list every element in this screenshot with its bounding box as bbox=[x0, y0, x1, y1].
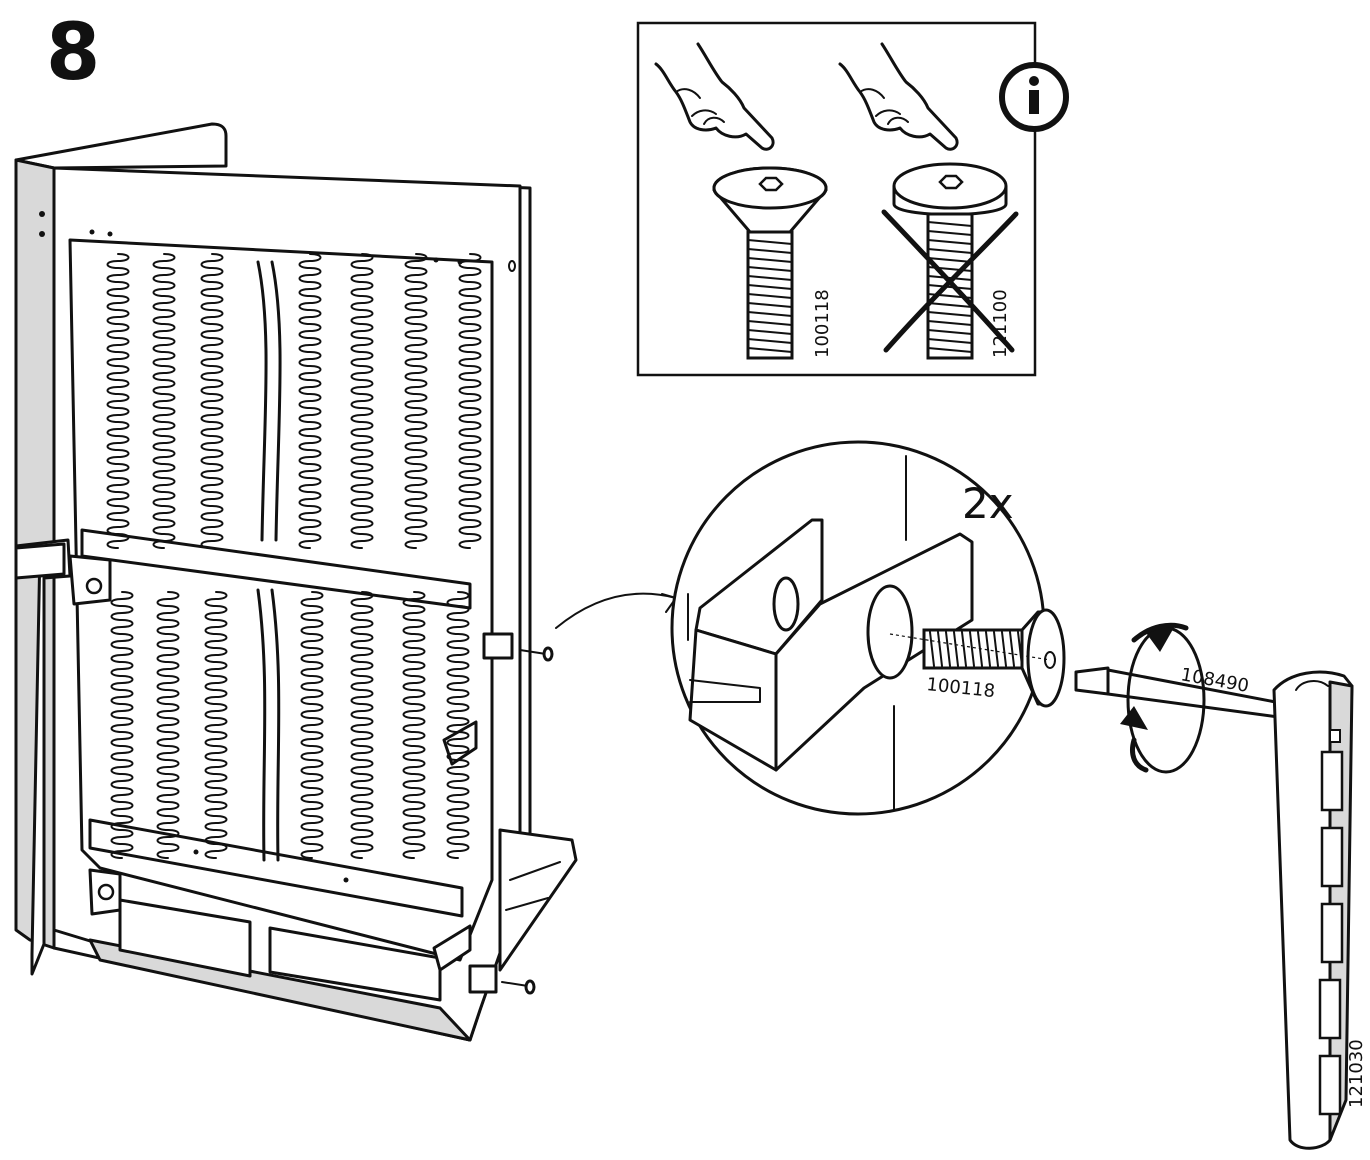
sofa-frame bbox=[14, 122, 578, 1042]
info-box bbox=[636, 21, 1069, 377]
zigzag-springs bbox=[106, 253, 482, 549]
countersunk-screw-icon bbox=[712, 166, 828, 360]
hand-touch-icon bbox=[838, 42, 959, 151]
rotate-arrow-icon bbox=[1120, 622, 1206, 774]
allen-key bbox=[1074, 622, 1288, 774]
screw-icon bbox=[519, 646, 554, 662]
wrong-cross-icon bbox=[881, 209, 1019, 353]
screw-icon bbox=[501, 979, 536, 995]
info-icon bbox=[999, 62, 1069, 132]
detail-magnifier bbox=[555, 440, 1066, 816]
hand-touch-icon bbox=[654, 42, 775, 151]
flathead-screw-icon bbox=[892, 162, 1008, 360]
wrong-screw-id: 121100 bbox=[990, 289, 1011, 358]
quantity-label: 2x bbox=[962, 479, 1014, 528]
step-number: 8 bbox=[46, 8, 101, 98]
sofa-leg bbox=[1272, 670, 1354, 1150]
correct-screw-id: 100118 bbox=[812, 289, 833, 358]
leg-id: 121030 bbox=[1346, 1039, 1367, 1108]
zigzag-springs bbox=[110, 591, 470, 859]
